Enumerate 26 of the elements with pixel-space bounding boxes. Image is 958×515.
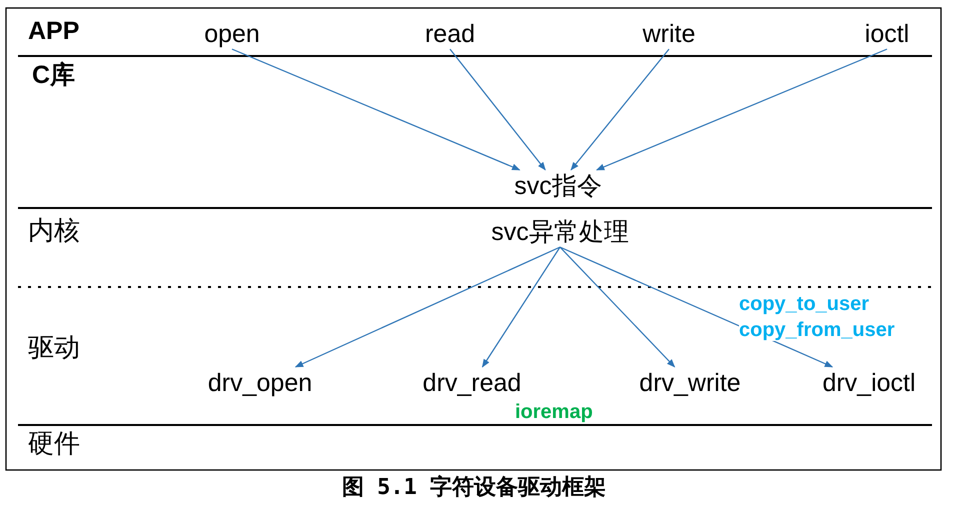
node-label: drv_write [639, 370, 741, 396]
arrow [596, 48, 888, 170]
arrow [482, 246, 560, 368]
function-label: copy_from_user [739, 320, 895, 341]
node-label: drv_open [208, 370, 312, 396]
layer-label: 内核 [28, 217, 80, 244]
node-label: open [204, 20, 260, 48]
node-label: read [424, 20, 476, 48]
node-label: drv_read [422, 370, 522, 396]
figure-caption: 图 5.1 字符设备驱动框架 [342, 476, 606, 500]
layer-label: 硬件 [28, 430, 80, 458]
node-label: ioctl [864, 20, 910, 48]
arrow [294, 246, 560, 368]
arrow [450, 48, 546, 171]
layer-label: 驱动 [28, 334, 80, 362]
arrow [570, 48, 670, 171]
node-label: write [642, 20, 696, 48]
node-label: svc异常处理 [491, 218, 629, 246]
layer-label: C库 [32, 62, 76, 88]
node-label: svc指令 [514, 172, 602, 200]
layer-label: APP [28, 18, 80, 44]
function-label: copy_to_user [739, 294, 870, 315]
arrow [560, 246, 676, 368]
function-label: ioremap [515, 402, 593, 423]
arrow [232, 48, 520, 170]
node-label: drv_ioctl [822, 370, 916, 396]
